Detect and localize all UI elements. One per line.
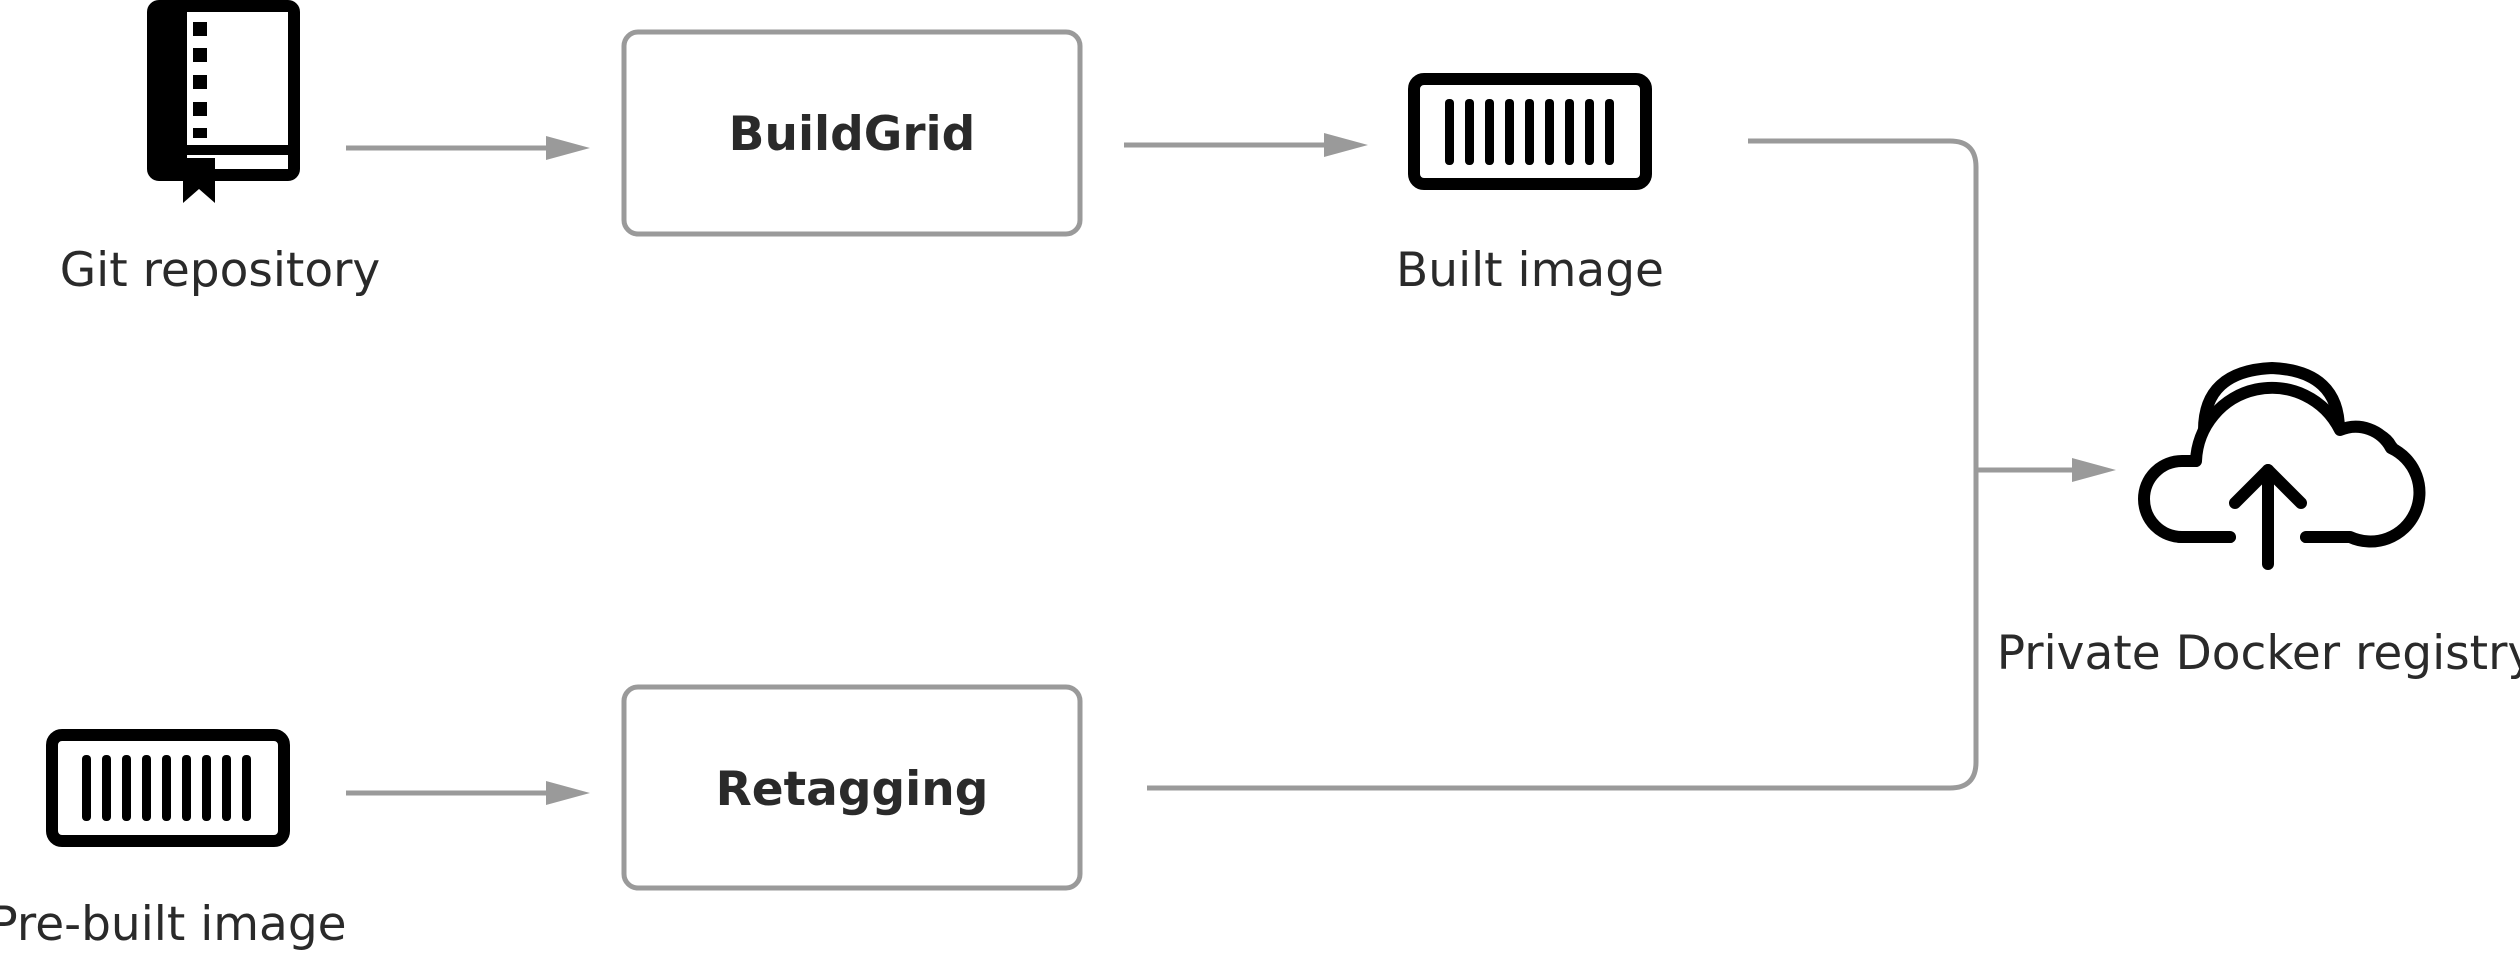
arrow-git-to-buildgrid [346, 136, 590, 160]
git-repository-label: Git repository [60, 243, 381, 298]
arrowhead [546, 136, 590, 160]
built-image-node: Built image [1396, 73, 1664, 298]
connector-retagging-to-registry [1147, 470, 1979, 791]
buildgrid-label: BuildGrid [729, 107, 976, 162]
container-image-icon [46, 729, 290, 847]
git-repository-node: Git repository [60, 0, 381, 298]
buildgrid-box [621, 29, 1083, 237]
connector-built-image-to-registry [1748, 138, 1979, 470]
built-image-label: Built image [1396, 243, 1664, 298]
retagging-box [621, 684, 1083, 891]
retagging-node: Retagging [621, 684, 1083, 891]
merge-connector [1147, 138, 2116, 791]
cloud-upload-icon [2138, 362, 2426, 570]
container-image-icon [1408, 73, 1652, 190]
registry-node: Private Docker registry [1997, 362, 2520, 681]
registry-label: Private Docker registry [1997, 626, 2520, 681]
pre-built-image-node: Pre-built image [0, 729, 347, 952]
arrowhead [2072, 458, 2116, 482]
pre-built-image-label: Pre-built image [0, 897, 347, 952]
arrow-pre-built-to-retagging [346, 781, 590, 805]
arrow-buildgrid-to-built-image [1124, 133, 1368, 157]
book-icon [147, 0, 300, 203]
arrowhead [546, 781, 590, 805]
buildgrid-node: BuildGrid [621, 29, 1083, 237]
arrowhead [1324, 133, 1368, 157]
retagging-label: Retagging [716, 762, 989, 817]
